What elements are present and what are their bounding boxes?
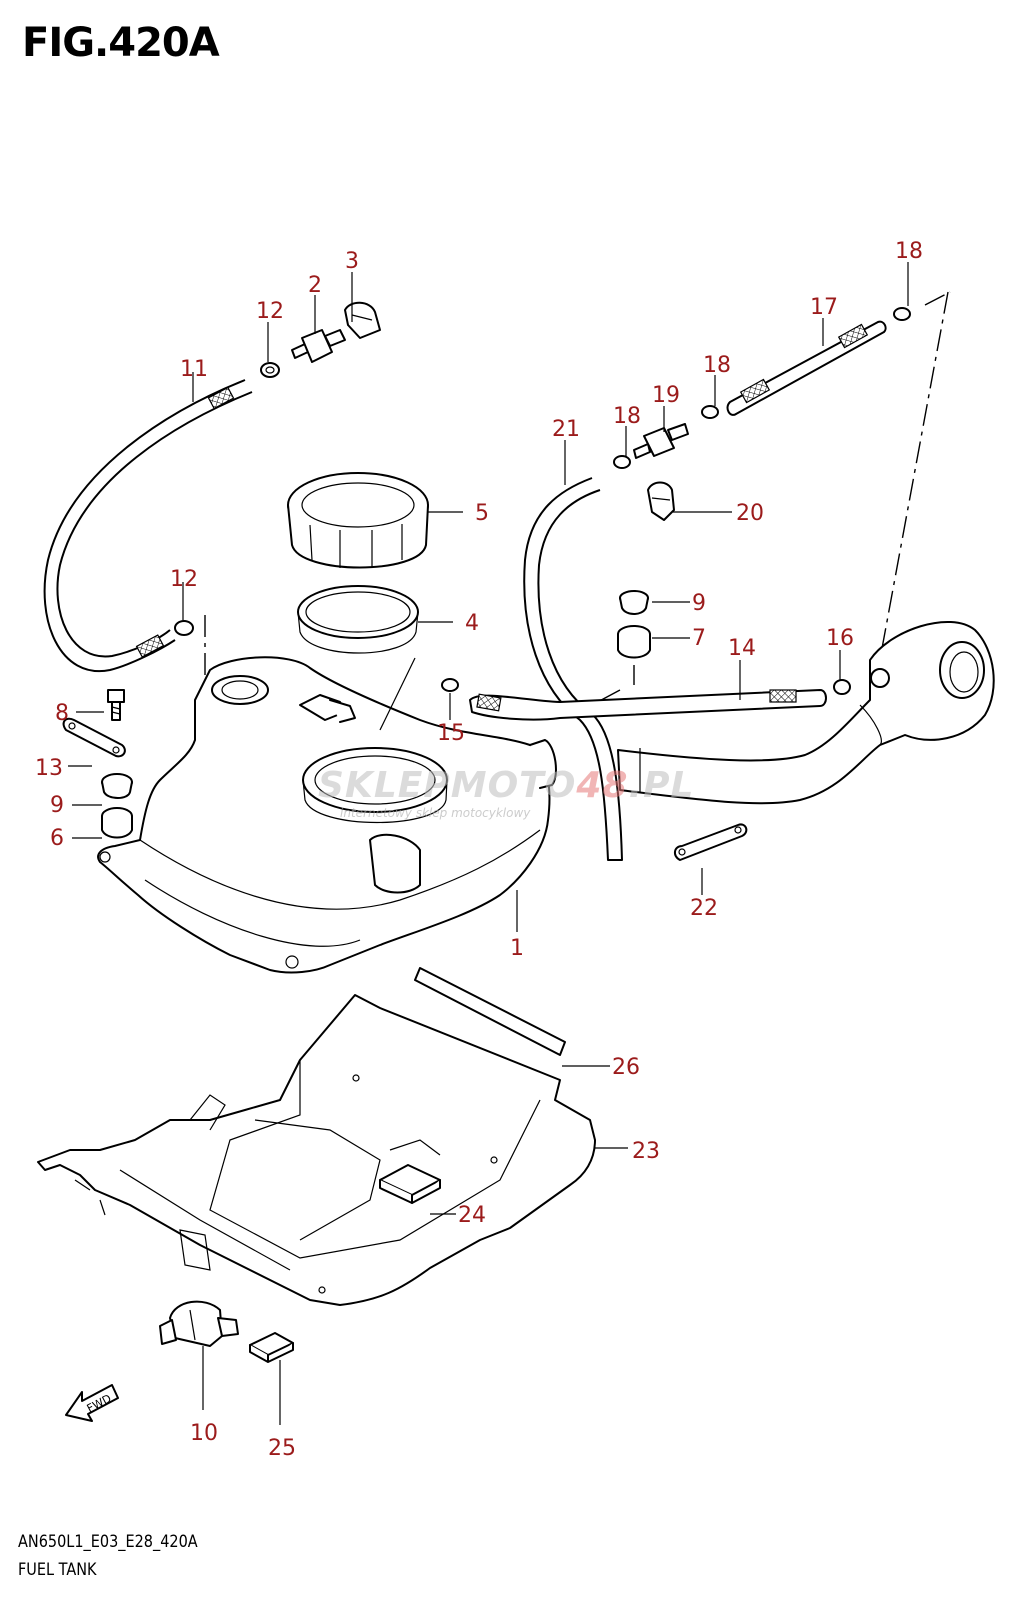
callout-12-top: 12 — [256, 299, 284, 324]
pad-26 — [414, 967, 566, 1056]
lock-ring-5 — [287, 472, 429, 569]
callout-25: 25 — [268, 1436, 296, 1461]
valve-2 — [291, 329, 346, 363]
callout-7: 7 — [692, 626, 706, 651]
clamp-10 — [159, 1300, 239, 1347]
hose-14 — [469, 689, 827, 721]
fwd-label: FWD — [85, 1392, 114, 1416]
callout-18-mid: 18 — [703, 353, 731, 378]
clamp-16 — [833, 679, 851, 695]
callout-9-left: 9 — [50, 793, 64, 818]
callout-13: 13 — [35, 756, 63, 781]
clamp-15 — [441, 678, 459, 692]
callout-17: 17 — [810, 295, 838, 320]
callout-14: 14 — [728, 636, 756, 661]
callout-21: 21 — [552, 417, 580, 442]
callout-11: 11 — [180, 357, 208, 382]
bolt-8 — [107, 689, 125, 721]
callout-3: 3 — [345, 249, 359, 274]
callout-4: 4 — [465, 611, 479, 636]
clamp-18-b — [701, 405, 719, 419]
callout-8: 8 — [55, 701, 69, 726]
callout-6: 6 — [50, 826, 64, 851]
bracket-22 — [674, 823, 748, 861]
watermark-subtext: internetowy sklep motocyklowy — [340, 806, 531, 820]
callout-12-lower: 12 — [170, 567, 198, 592]
pad-24 — [379, 1139, 441, 1204]
clamp-3 — [344, 301, 381, 339]
callout-18-left: 18 — [613, 404, 641, 429]
bracket-13 — [62, 717, 126, 758]
callout-10: 10 — [190, 1421, 218, 1446]
valve-19 — [633, 423, 689, 459]
callout-19: 19 — [652, 383, 680, 408]
callout-20: 20 — [736, 501, 764, 526]
cushion-9-right — [619, 590, 649, 615]
diagram-code: AN650L1_E03_E28_420A — [18, 1532, 198, 1552]
clamp-18-c — [877, 291, 951, 671]
clamp-12-lower — [174, 615, 206, 700]
seal-4 — [297, 585, 419, 654]
cushion-9-left — [101, 773, 133, 799]
tray-23 — [37, 994, 596, 1306]
callout-15: 15 — [437, 721, 465, 746]
leader-lines — [68, 262, 909, 1425]
hose-17 — [726, 320, 887, 416]
callout-labels: 1 2 3 4 5 6 7 8 9 9 10 11 12 12 13 14 15… — [35, 239, 923, 1461]
clamp-18-a — [613, 455, 631, 469]
callout-2: 2 — [308, 273, 322, 298]
callout-24: 24 — [458, 1203, 486, 1228]
diagram-name: FUEL TANK — [18, 1560, 97, 1580]
drain-hose-21 — [523, 477, 623, 861]
callout-23: 23 — [632, 1139, 660, 1164]
cushion-7 — [574, 625, 651, 715]
callout-1: 1 — [510, 936, 524, 961]
pad-25 — [249, 1332, 294, 1363]
fuel-tank-1 — [97, 656, 557, 974]
figure-title: FIG.420A — [22, 20, 220, 66]
callout-5: 5 — [475, 501, 489, 526]
callout-26: 26 — [612, 1055, 640, 1080]
cushion-6 — [101, 807, 133, 839]
callout-9-right: 9 — [692, 591, 706, 616]
callout-22: 22 — [690, 896, 718, 921]
watermark: SKLEPMOTO48.PL — [318, 765, 695, 806]
clamp-20 — [647, 481, 675, 521]
callout-16: 16 — [826, 626, 854, 651]
clamp-12-top — [260, 362, 280, 378]
filler-neck — [617, 621, 995, 805]
fwd-arrow-icon: FWD — [65, 1384, 119, 1422]
callout-18-top: 18 — [895, 239, 923, 264]
breather-hose-11 — [43, 379, 253, 673]
